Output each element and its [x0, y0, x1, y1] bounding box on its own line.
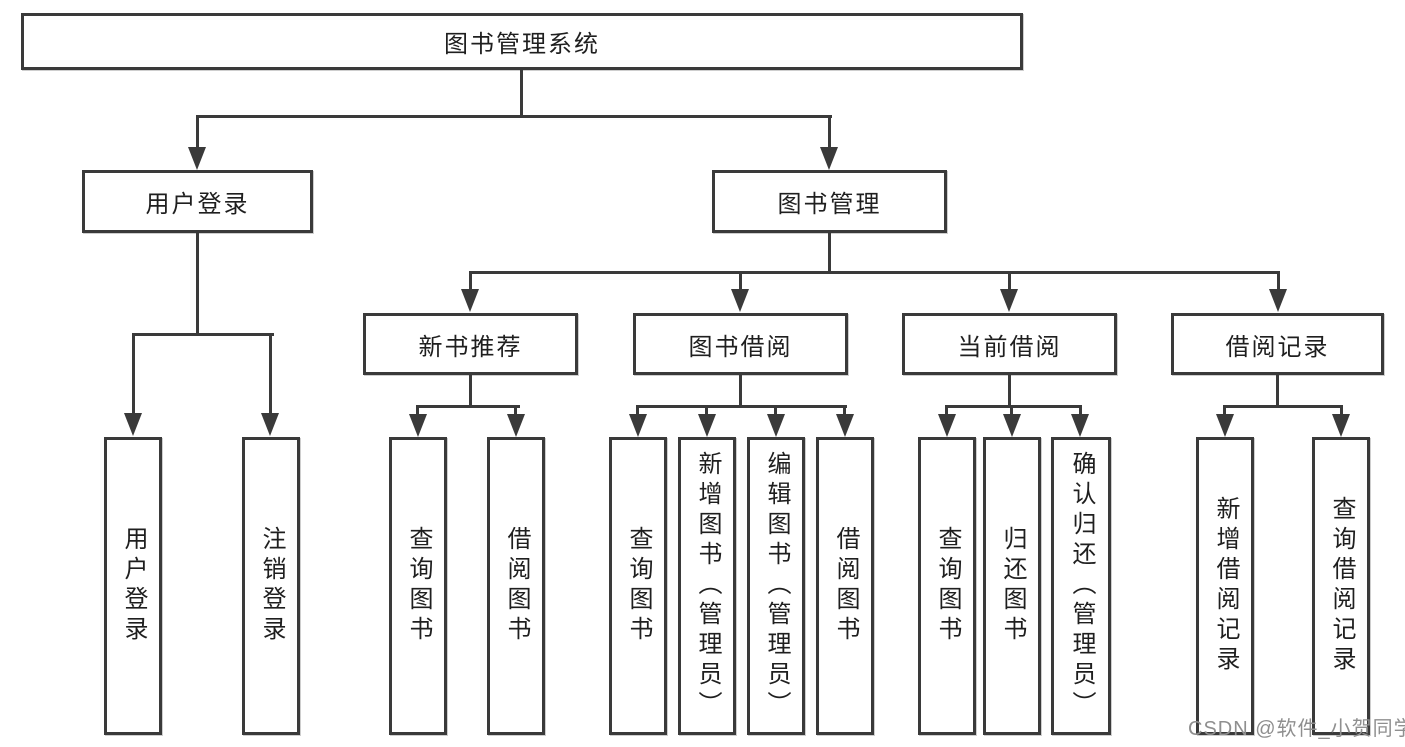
node-new-book-recommendation: 新书推荐 [363, 313, 578, 375]
node-library-management-system: 图书管理系统 [21, 13, 1023, 70]
connector-borrowing-records-branch [1223, 405, 1343, 408]
arrowhead-down-icon [1000, 289, 1018, 312]
connector-drop-leaf [945, 405, 948, 417]
node-book-management: 图书管理 [712, 170, 947, 233]
node-leaf-query-borrow-record: 查询借阅记录 [1312, 437, 1370, 735]
arrowhead-down-icon [461, 289, 479, 312]
node-label: 注销登录 [258, 526, 285, 646]
arrowhead-down-icon [409, 414, 427, 437]
node-book-borrowing: 图书借阅 [633, 313, 848, 375]
node-leaf-query-books: 查询图书 [389, 437, 447, 735]
connector-drop-leaf [774, 405, 777, 417]
connector-drop-leaf [636, 405, 639, 417]
connector-new-book-stem [469, 375, 472, 407]
node-leaf-add-borrow-record: 新增借阅记录 [1196, 437, 1254, 735]
node-leaf-borrow-books: 借阅图书 [487, 437, 545, 735]
node-leaf-confirm-return-admin: 确认归还（管理员） [1051, 437, 1111, 735]
node-label: 查询图书 [625, 526, 652, 646]
node-leaf-borrow-books: 借阅图书 [816, 437, 874, 735]
node-label: 借阅图书 [503, 526, 530, 646]
node-leaf-query-books: 查询图书 [918, 437, 976, 735]
connector-root-stem [520, 69, 523, 117]
node-label: 新书推荐 [418, 333, 523, 361]
node-leaf-edit-books-admin: 编辑图书（管理员） [747, 437, 805, 735]
connector-drop-leaf [514, 405, 517, 417]
connector-drop-book-borrowing [739, 271, 742, 291]
arrowhead-down-icon [124, 413, 142, 436]
arrowhead-down-icon [1216, 414, 1234, 437]
arrowhead-down-icon [1332, 414, 1350, 437]
connector-drop-leaf [705, 405, 708, 417]
arrowhead-down-icon [698, 414, 716, 437]
node-label: 当前借阅 [957, 333, 1062, 361]
connector-drop-book-management [828, 115, 831, 149]
node-label: 查询图书 [934, 526, 961, 646]
connector-current-borrowing-branch [945, 405, 1082, 408]
connector-drop-leaf [843, 405, 846, 417]
connector-book-borrowing-stem [739, 375, 742, 407]
node-leaf-logout: 注销登录 [242, 437, 300, 735]
node-label: 用户登录 [120, 526, 147, 646]
connector-drop-leaf [132, 333, 135, 415]
connector-drop-leaf [1010, 405, 1013, 417]
arrowhead-down-icon [767, 414, 785, 437]
node-leaf-query-books: 查询图书 [609, 437, 667, 735]
node-label: 查询图书 [405, 526, 432, 646]
arrowhead-down-icon [938, 414, 956, 437]
connector-drop-user-login [196, 115, 199, 149]
node-leaf-user-login: 用户登录 [104, 437, 162, 735]
connector-drop-borrowing-records [1277, 271, 1280, 291]
connector-drop-leaf [269, 333, 272, 415]
node-label: 图书管理系统 [444, 31, 600, 58]
arrowhead-down-icon [261, 413, 279, 436]
node-label: 图书管理 [777, 191, 882, 218]
node-label: 归还图书 [999, 526, 1026, 646]
arrowhead-down-icon [1071, 414, 1089, 437]
node-leaf-return-books: 归还图书 [983, 437, 1041, 735]
connector-new-book-branch [416, 405, 520, 408]
connector-current-borrowing-stem [1008, 375, 1011, 407]
node-label: 新增图书（管理员） [694, 451, 721, 721]
connector-root-branch [196, 115, 832, 118]
connector-drop-leaf [1223, 405, 1226, 417]
arrowhead-down-icon [1269, 289, 1287, 312]
node-label: 用户登录 [145, 191, 250, 218]
node-label: 新增借阅记录 [1212, 496, 1239, 676]
connector-user-login-stem [196, 233, 199, 335]
node-label: 借阅记录 [1225, 333, 1330, 361]
connector-drop-leaf [1079, 405, 1082, 417]
node-label: 编辑图书（管理员） [763, 451, 790, 721]
connector-book-borrowing-branch [636, 405, 847, 408]
node-label: 确认归还（管理员） [1068, 451, 1095, 721]
connector-user-login-branch [132, 333, 274, 336]
arrowhead-down-icon [836, 414, 854, 437]
arrowhead-book-management-icon [820, 147, 838, 170]
node-user-login: 用户登录 [82, 170, 313, 233]
connector-drop-new-book [469, 271, 472, 291]
node-leaf-add-books-admin: 新增图书（管理员） [678, 437, 736, 735]
node-label: 查询借阅记录 [1328, 496, 1355, 676]
connector-borrowing-records-stem [1276, 375, 1279, 407]
arrowhead-down-icon [1003, 414, 1021, 437]
connector-book-management-stem [828, 233, 831, 274]
arrowhead-user-login-icon [188, 147, 206, 170]
arrowhead-down-icon [507, 414, 525, 437]
arrowhead-down-icon [731, 289, 749, 312]
connector-drop-current-borrowing [1008, 271, 1011, 291]
connector-book-management-branch [469, 271, 1280, 274]
node-label: 借阅图书 [832, 526, 859, 646]
node-borrowing-records: 借阅记录 [1171, 313, 1384, 375]
connector-drop-leaf [1340, 405, 1343, 417]
watermark-text: CSDN @软件_小贺同学 [1188, 718, 1405, 740]
arrowhead-down-icon [629, 414, 647, 437]
connector-drop-leaf [416, 405, 419, 417]
node-label: 图书借阅 [688, 333, 793, 361]
node-current-borrowing: 当前借阅 [902, 313, 1117, 375]
